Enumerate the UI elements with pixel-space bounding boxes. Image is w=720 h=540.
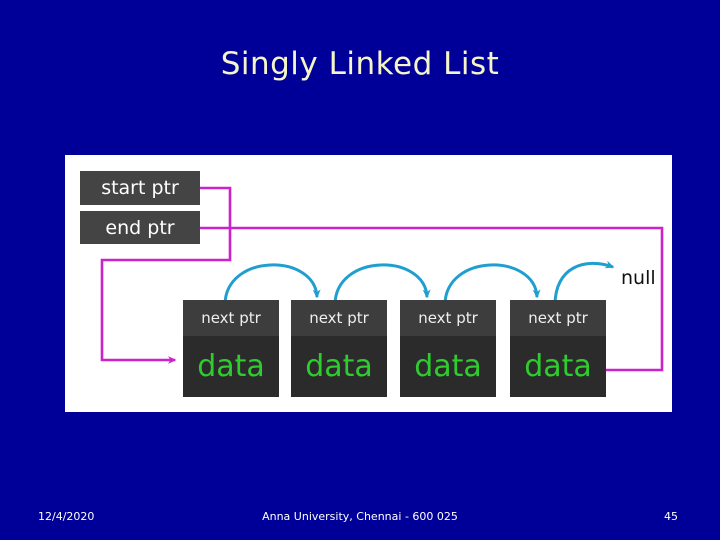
list-node: next ptr data [183, 300, 279, 397]
node-data-label: data [400, 336, 496, 397]
node-next-ptr-label: next ptr [291, 300, 387, 336]
next-ptr-arc-null [553, 260, 615, 306]
end-ptr-connector [200, 226, 664, 374]
footer-page-number: 45 [664, 510, 678, 523]
node-data-label: data [291, 336, 387, 397]
end-ptr-box: end ptr [80, 211, 200, 244]
start-ptr-box: start ptr [80, 171, 200, 205]
next-ptr-arc-3 [443, 263, 541, 306]
footer-organization: Anna University, Chennai - 600 025 [262, 510, 458, 523]
list-node: next ptr data [291, 300, 387, 397]
diagram-connectors [100, 186, 664, 374]
next-ptr-arc-1 [223, 263, 321, 306]
node-data-label: data [183, 336, 279, 397]
linked-list-diagram: start ptr end ptr next ptr data next ptr… [65, 155, 672, 412]
node-next-ptr-label: next ptr [510, 300, 606, 336]
end-ptr-label: end ptr [105, 216, 175, 239]
node-data-label: data [510, 336, 606, 397]
footer-date: 12/4/2020 [38, 510, 95, 523]
null-terminator-label: null [621, 267, 656, 289]
node-next-ptr-label: next ptr [183, 300, 279, 336]
page-title: Singly Linked List [220, 46, 500, 82]
list-node: next ptr data [400, 300, 496, 397]
start-ptr-label: start ptr [101, 177, 179, 199]
next-ptr-arc-2 [333, 263, 431, 306]
list-node: next ptr data [510, 300, 606, 397]
start-ptr-connector [100, 186, 232, 364]
node-next-ptr-label: next ptr [400, 300, 496, 336]
